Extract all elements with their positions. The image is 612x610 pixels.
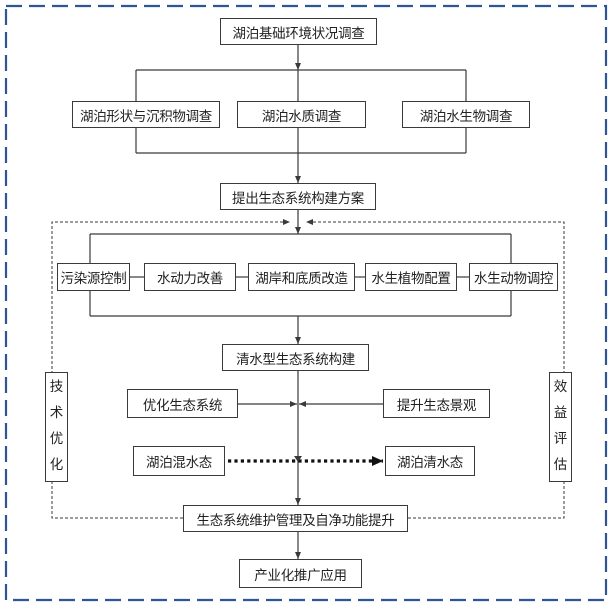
node-lake-environment-survey: 湖泊基础环境状况调查 [220, 18, 377, 45]
node-aquatic-plant-config: 水生植物配置 [365, 263, 457, 291]
node-optimize-ecosystem: 优化生态系统 [127, 389, 238, 418]
side-label-tech-optimization: 技 术 优 化 [45, 372, 68, 482]
node-pollution-control: 污染源控制 [57, 263, 130, 291]
feedback-loop-right [306, 219, 565, 519]
side-char: 术 [49, 405, 64, 422]
node-hydrodynamic-improvement: 水动力改善 [144, 263, 236, 291]
side-char: 效 [553, 379, 568, 396]
side-char: 化 [49, 457, 64, 474]
node-water-quality-survey: 湖泊水质调查 [237, 101, 366, 128]
node-clear-state: 湖泊清水态 [385, 446, 475, 476]
node-turbid-state: 湖泊混水态 [133, 446, 225, 476]
node-aquatic-animal-control: 水生动物调控 [469, 263, 558, 291]
node-shape-sediment-survey: 湖泊形状与沉积物调查 [72, 101, 220, 128]
side-char: 估 [553, 457, 568, 474]
node-clearwater-ecosystem-build: 清水型生态系统构建 [222, 344, 369, 371]
node-enhance-landscape: 提升生态景观 [383, 389, 490, 418]
side-char: 优 [49, 431, 64, 448]
node-shore-substrate-reform: 湖岸和底质改造 [248, 263, 355, 291]
side-char: 评 [553, 431, 568, 448]
side-label-benefit-evaluation: 效 益 评 估 [549, 372, 572, 482]
side-char: 技 [49, 379, 64, 396]
node-maintenance-self-purification: 生态系统维护管理及自净功能提升 [183, 505, 408, 532]
outer-frame [4, 4, 608, 602]
node-aquatic-biology-survey: 湖泊水生物调查 [402, 101, 530, 128]
trunk-arrowhead-mid [294, 456, 302, 462]
node-industrial-promotion: 产业化推广应用 [239, 559, 362, 588]
node-ecosystem-plan: 提出生态系统构建方案 [220, 183, 376, 210]
side-char: 益 [553, 405, 568, 422]
feedback-loop-left [51, 219, 290, 519]
